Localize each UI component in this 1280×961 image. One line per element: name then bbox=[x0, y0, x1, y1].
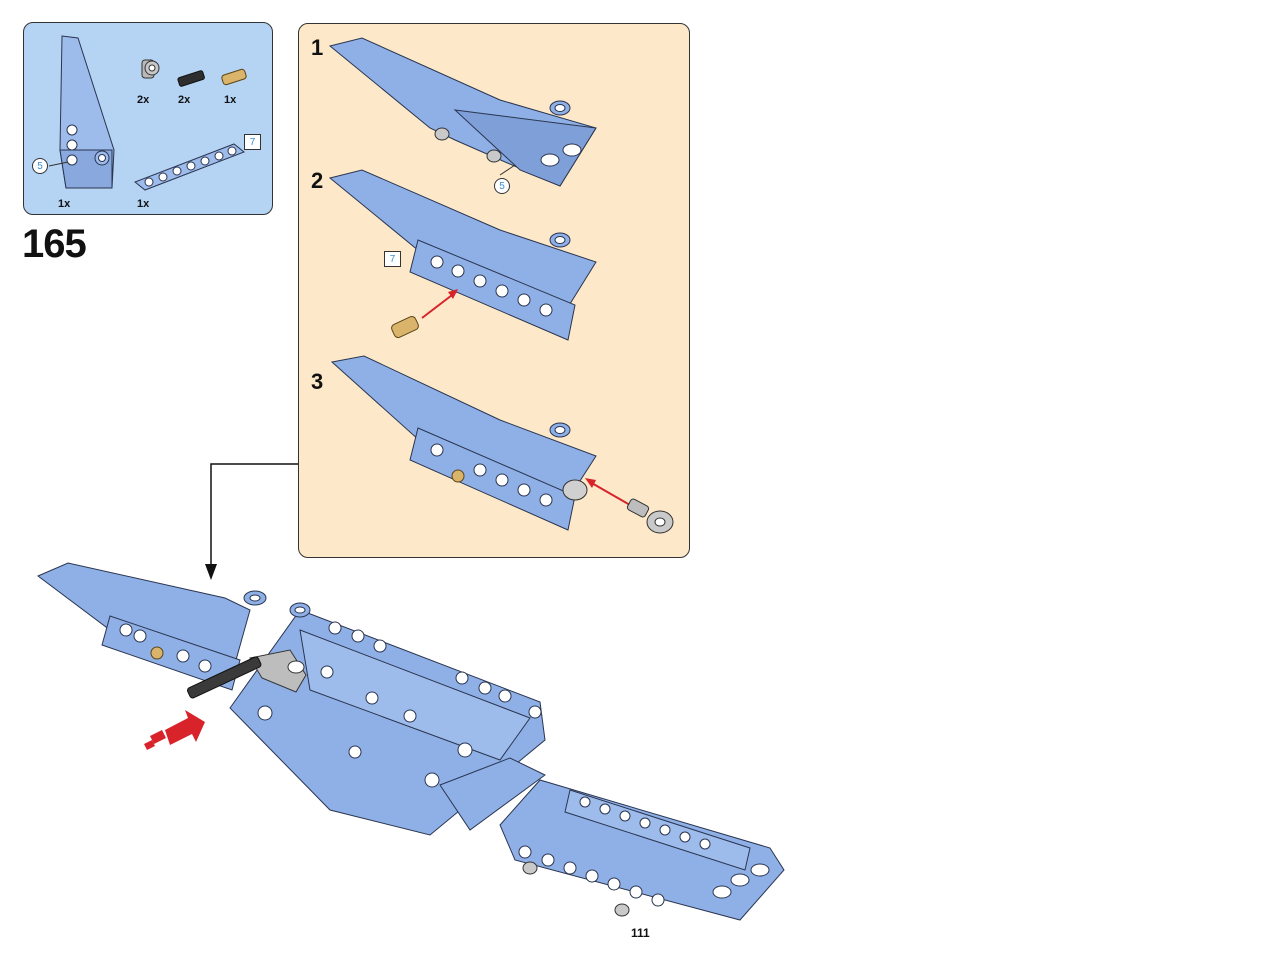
angle-connector-part-icon bbox=[141, 59, 160, 79]
substep-2-assembly bbox=[328, 169, 597, 341]
step-number: 165 bbox=[22, 222, 87, 266]
main-assembly-illustration bbox=[37, 463, 785, 921]
substep-3-assembly bbox=[330, 355, 674, 534]
beam-7-part-icon bbox=[134, 143, 245, 191]
substep-1-connector-tag: 5 bbox=[494, 178, 510, 194]
tan-pin-part-icon bbox=[221, 68, 247, 86]
substep-1-assembly bbox=[328, 37, 597, 187]
qty-angle-connector: 2x bbox=[137, 94, 150, 106]
substep-number-3: 3 bbox=[311, 369, 324, 394]
connector-tag: 5 bbox=[32, 158, 48, 174]
qty-beam-7: 1x bbox=[137, 198, 150, 210]
page-number: 111 bbox=[631, 926, 650, 940]
substep-illustrations bbox=[328, 37, 674, 534]
substep-2-length-tag: 7 bbox=[384, 251, 401, 267]
qty-black-pin: 2x bbox=[178, 94, 191, 106]
length-tag-beam: 7 bbox=[244, 134, 261, 150]
substep-number-2: 2 bbox=[311, 168, 324, 193]
parts-list-illustration bbox=[48, 35, 247, 191]
fin-panel-part-icon bbox=[59, 35, 115, 189]
callout-leader-line bbox=[210, 463, 298, 568]
qty-tan-pin: 1x bbox=[224, 94, 237, 106]
substep-number-1: 1 bbox=[311, 35, 324, 60]
black-pin-part-icon bbox=[177, 70, 205, 87]
qty-fin-panel: 1x bbox=[58, 198, 71, 210]
push-direction-arrow bbox=[144, 710, 205, 750]
